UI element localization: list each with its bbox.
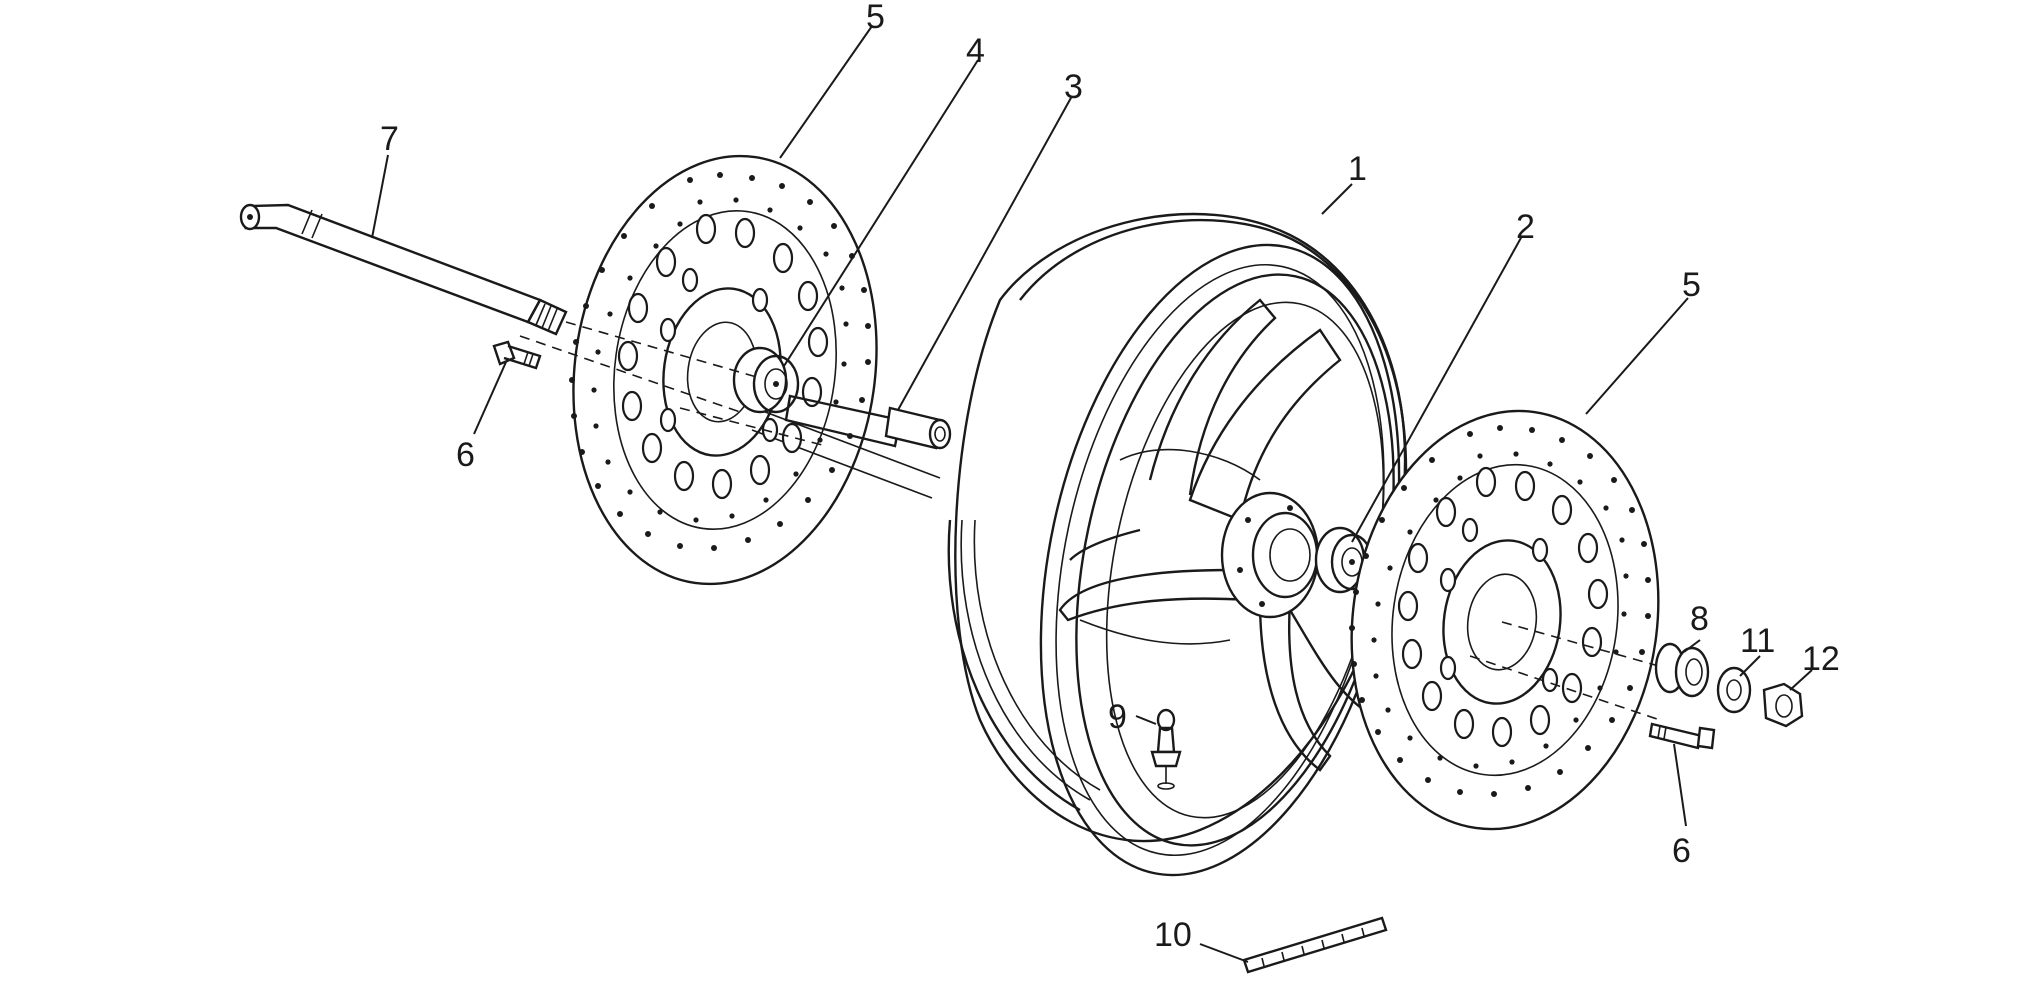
disc-right-perforations — [1349, 425, 1651, 797]
part-collar — [1654, 642, 1710, 698]
leader-11 — [1739, 655, 1761, 677]
disc-left-large-holes — [617, 213, 829, 500]
leader-7 — [371, 154, 389, 239]
disc-left-perforations — [569, 172, 871, 551]
leader-8 — [1683, 639, 1701, 653]
callout-5-left: 5 — [866, 0, 885, 36]
part-axle-nut — [1762, 682, 1804, 728]
callout-1: 1 — [1348, 150, 1367, 188]
part-bearing-left — [732, 346, 800, 414]
callout-5-right: 5 — [1682, 266, 1701, 304]
callout-labels: 5 4 3 7 1 2 5 6 8 11 12 9 6 10 — [380, 0, 1840, 954]
callout-3: 3 — [1064, 68, 1083, 106]
leader-2 — [1351, 235, 1523, 543]
part-wheel-spokes — [1058, 298, 1381, 772]
callout-10: 10 — [1154, 916, 1192, 954]
assembly-centerlines — [519, 321, 1681, 721]
leader-9 — [1135, 715, 1157, 725]
leader-10 — [1199, 943, 1249, 963]
callout-6-right: 6 — [1672, 832, 1691, 870]
leader-1 — [1321, 183, 1353, 215]
disc-right-large-holes — [1397, 466, 1609, 748]
part-spacer — [784, 394, 952, 450]
part-disc-bolt-left — [492, 340, 542, 370]
leader-5a — [779, 25, 873, 159]
callout-11: 11 — [1740, 622, 1775, 660]
part-disc-bolt-right — [1648, 722, 1716, 750]
callout-12: 12 — [1802, 640, 1840, 678]
leader-lines — [371, 25, 1813, 963]
part-brake-disc-right — [1349, 409, 1660, 831]
callout-9: 9 — [1108, 698, 1127, 736]
part-tyre-valve — [1150, 708, 1182, 790]
part-balance-weight — [1242, 916, 1388, 974]
leader-3 — [897, 95, 1073, 411]
callout-6-left: 6 — [456, 436, 475, 474]
part-axle-shaft — [239, 203, 941, 499]
callout-7: 7 — [380, 120, 399, 158]
part-brake-disc-left — [569, 154, 878, 586]
callout-4: 4 — [966, 32, 985, 70]
leader-12 — [1789, 669, 1813, 691]
callout-8: 8 — [1690, 600, 1709, 638]
leader-6b — [1673, 743, 1687, 827]
part-wheel-hub — [1220, 491, 1320, 619]
leader-4 — [783, 59, 979, 367]
leader-6a — [473, 361, 507, 435]
callout-2: 2 — [1516, 208, 1535, 246]
part-washer — [1716, 666, 1752, 714]
leader-5b — [1585, 297, 1689, 415]
